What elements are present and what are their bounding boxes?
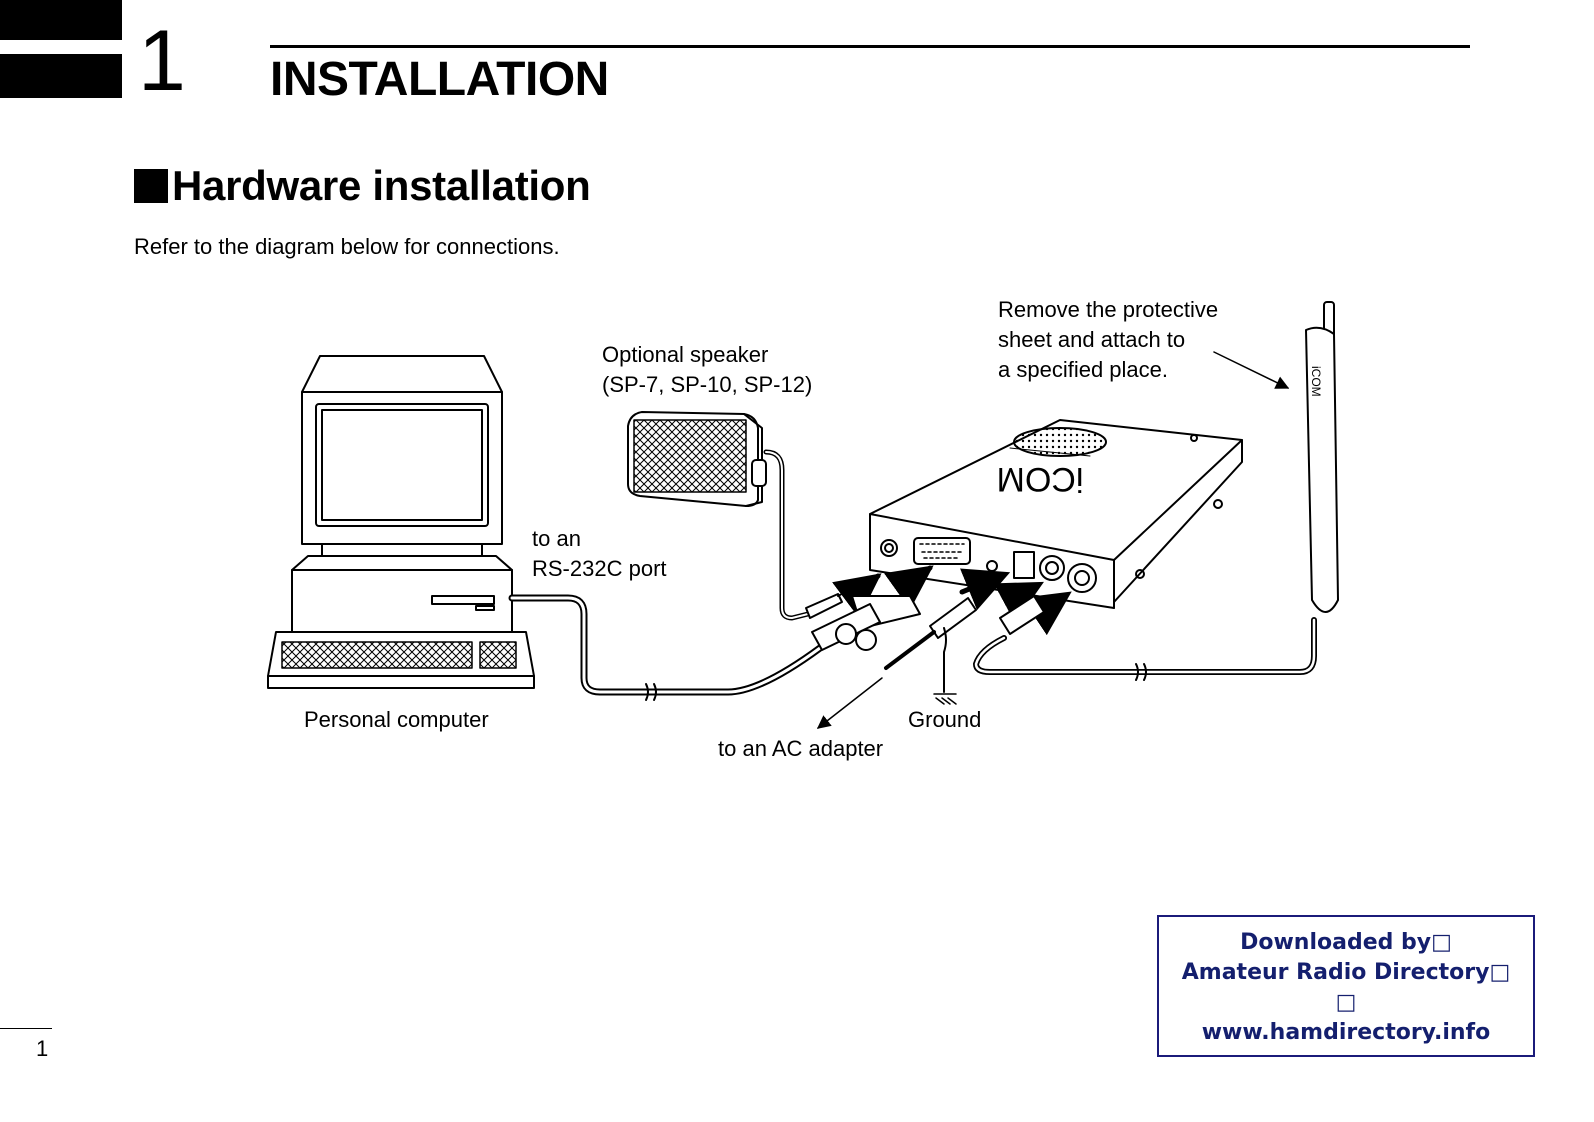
download-notice-box: Downloaded by□ Amateur Radio Directory□ …	[1157, 915, 1535, 1057]
ac-adapter-label: to an AC adapter	[718, 736, 884, 761]
chapter-number: 1	[138, 13, 186, 109]
rs232c-label: to an RS-232C port	[532, 526, 667, 581]
personal-computer-illustration	[267, 355, 535, 689]
download-url[interactable]: www.hamdirectory.info	[1201, 1020, 1491, 1045]
chapter-tab-bar-top	[0, 0, 122, 40]
serial-cable	[508, 594, 852, 696]
download-line: □	[1335, 990, 1357, 1015]
section-heading-text: Hardware installation	[172, 162, 591, 209]
personal-computer-label: Personal computer	[304, 707, 489, 732]
speaker-cable	[763, 449, 811, 621]
protective-sheet-label: Remove the protective sheet and attach t…	[998, 297, 1219, 382]
section-heading: Hardware installation	[134, 162, 591, 210]
antenna-brand-logo: iCOM	[1309, 366, 1323, 397]
intro-text: Refer to the diagram below for connectio…	[134, 234, 560, 259]
page-number: 1	[36, 1036, 49, 1061]
chapter-tab-bar-bottom	[0, 54, 122, 98]
speaker-illustration	[627, 411, 767, 507]
antenna-illustration: iCOM	[1305, 301, 1339, 613]
title-rule	[270, 45, 1470, 48]
download-line: Downloaded by□	[1240, 930, 1452, 955]
download-line: Amateur Radio Directory□	[1181, 960, 1511, 985]
chapter-title: INSTALLATION	[270, 53, 609, 106]
section-bullet-square	[134, 169, 168, 203]
brand-logo: iCOM	[997, 460, 1084, 498]
transceiver-unit-illustration: iCOM	[869, 419, 1243, 609]
connection-arrows	[832, 565, 1072, 636]
db9-plug	[811, 595, 921, 651]
ground-label: Ground	[908, 707, 982, 732]
page-number-rule	[0, 1028, 52, 1029]
speaker-label: Optional speaker (SP-7, SP-10, SP-12)	[602, 342, 813, 397]
